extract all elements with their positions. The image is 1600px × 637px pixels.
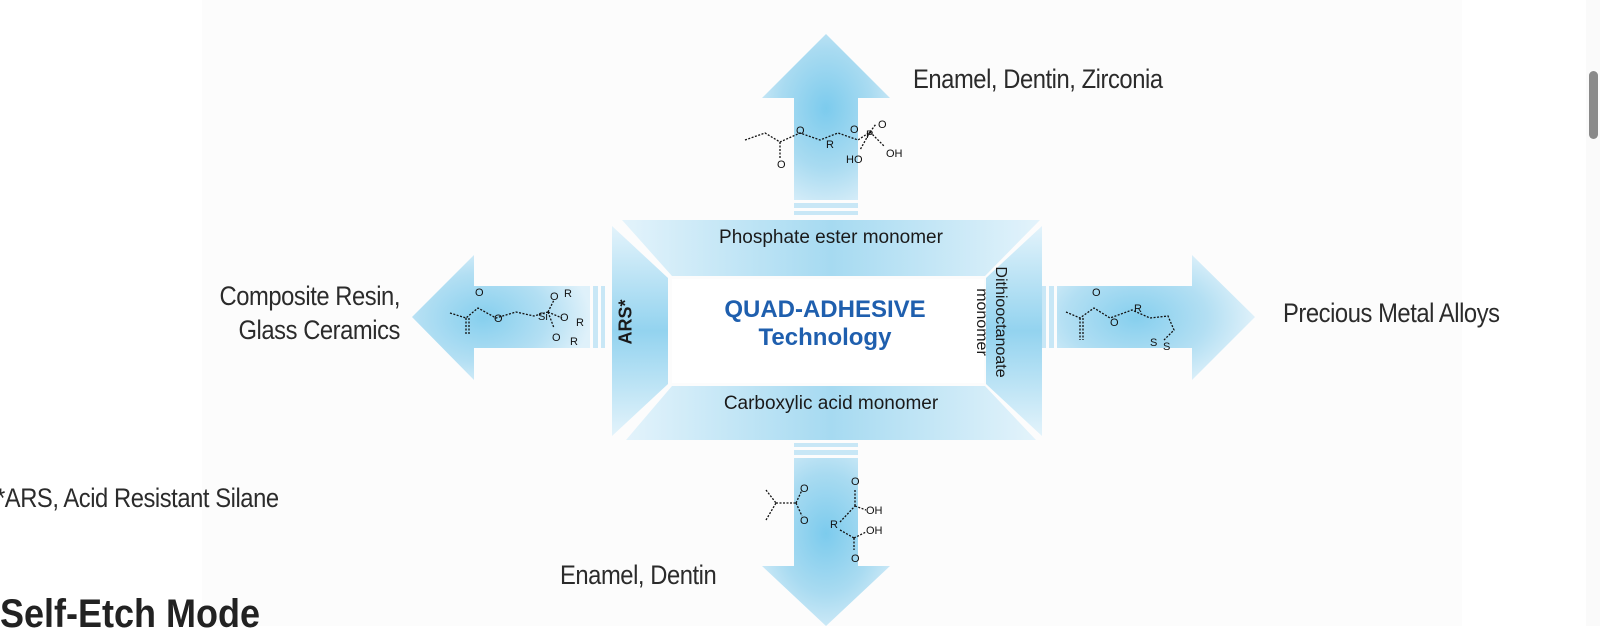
panel-label-dithio-line1: Dithiooctanoate: [992, 266, 1009, 378]
chem-structure-phosphate: [744, 123, 885, 158]
svg-text:R: R: [570, 336, 578, 348]
panel-top: [622, 220, 1040, 276]
svg-text:O: O: [800, 483, 809, 495]
title-line2: Technology: [758, 324, 892, 351]
svg-text:HO: HO: [846, 154, 863, 166]
svg-text:O: O: [800, 515, 809, 527]
panel-label-phosphate: Phosphate ester monomer: [719, 227, 943, 248]
svg-text:Si: Si: [538, 311, 548, 323]
svg-text:R: R: [564, 288, 572, 300]
chem-structure-carboxylic: [765, 489, 867, 550]
svg-text:O: O: [851, 476, 860, 488]
scrollbar-thumb[interactable]: [1589, 71, 1598, 139]
arrow-left: [412, 255, 605, 380]
svg-text:O: O: [550, 291, 559, 303]
footnote: *ARS, Acid Resistant Silane: [0, 483, 279, 513]
target-label-bottom: Enamel, Dentin: [560, 560, 717, 590]
svg-text:S: S: [1150, 337, 1157, 349]
panel-label-ars: ARS*: [615, 299, 636, 345]
svg-text:O: O: [560, 312, 569, 324]
svg-text:O: O: [552, 332, 561, 344]
svg-text:S: S: [1163, 341, 1170, 353]
chem-labels-bottom: O O R O OH OH O: [800, 476, 883, 565]
arrow-down: [762, 443, 890, 626]
svg-text:P: P: [866, 129, 873, 141]
target-left-line1: Composite Resin,: [219, 281, 401, 311]
center-title: QUAD-ADHESIVE Technology: [660, 296, 990, 352]
arrow-up: [762, 34, 890, 215]
chem-labels-right: O O R S S: [1092, 287, 1170, 353]
target-left-line2: Glass Ceramics: [238, 315, 400, 345]
svg-text:R: R: [1134, 303, 1142, 315]
svg-text:O: O: [1110, 317, 1119, 329]
svg-text:OH: OH: [866, 525, 883, 537]
panel-bottom: [626, 386, 1036, 440]
svg-text:O: O: [475, 287, 484, 299]
target-label-right: Precious Metal Alloys: [1283, 298, 1500, 328]
svg-text:O: O: [777, 159, 786, 171]
svg-text:OH: OH: [866, 505, 883, 517]
target-label-left: Composite Resin, Glass Ceramics: [136, 279, 401, 347]
svg-text:O: O: [851, 553, 860, 565]
panel-right: [986, 226, 1042, 436]
svg-text:R: R: [826, 139, 834, 151]
scrollbar-track[interactable]: [1586, 0, 1600, 626]
svg-text:R: R: [576, 317, 584, 329]
section-heading: Self-Etch Mode: [0, 592, 261, 636]
svg-text:O: O: [878, 119, 887, 131]
svg-text:O: O: [796, 125, 805, 137]
panel-left: [612, 226, 668, 436]
title-line1: QUAD-ADHESIVE: [724, 296, 926, 323]
svg-text:O: O: [494, 313, 503, 325]
svg-text:O: O: [1092, 287, 1101, 299]
chem-labels-top: O O R O P O OH HO: [777, 119, 903, 171]
target-label-top: Enamel, Dentin, Zirconia: [913, 64, 1163, 94]
svg-text:OH: OH: [886, 148, 903, 160]
arrow-right: [1042, 255, 1255, 380]
chem-structure-silane: [449, 299, 563, 335]
chem-structure-dithio: [1065, 307, 1175, 341]
svg-text:O: O: [850, 124, 859, 136]
panel-text-layer: Phosphate ester monomer Carboxylic acid …: [622, 0, 1040, 626]
panel-label-carboxylic: Carboxylic acid monomer: [723, 393, 939, 414]
center-box: [672, 279, 984, 383]
chem-labels-left: O O Si O R O R O R: [475, 287, 584, 348]
svg-text:R: R: [830, 519, 838, 531]
